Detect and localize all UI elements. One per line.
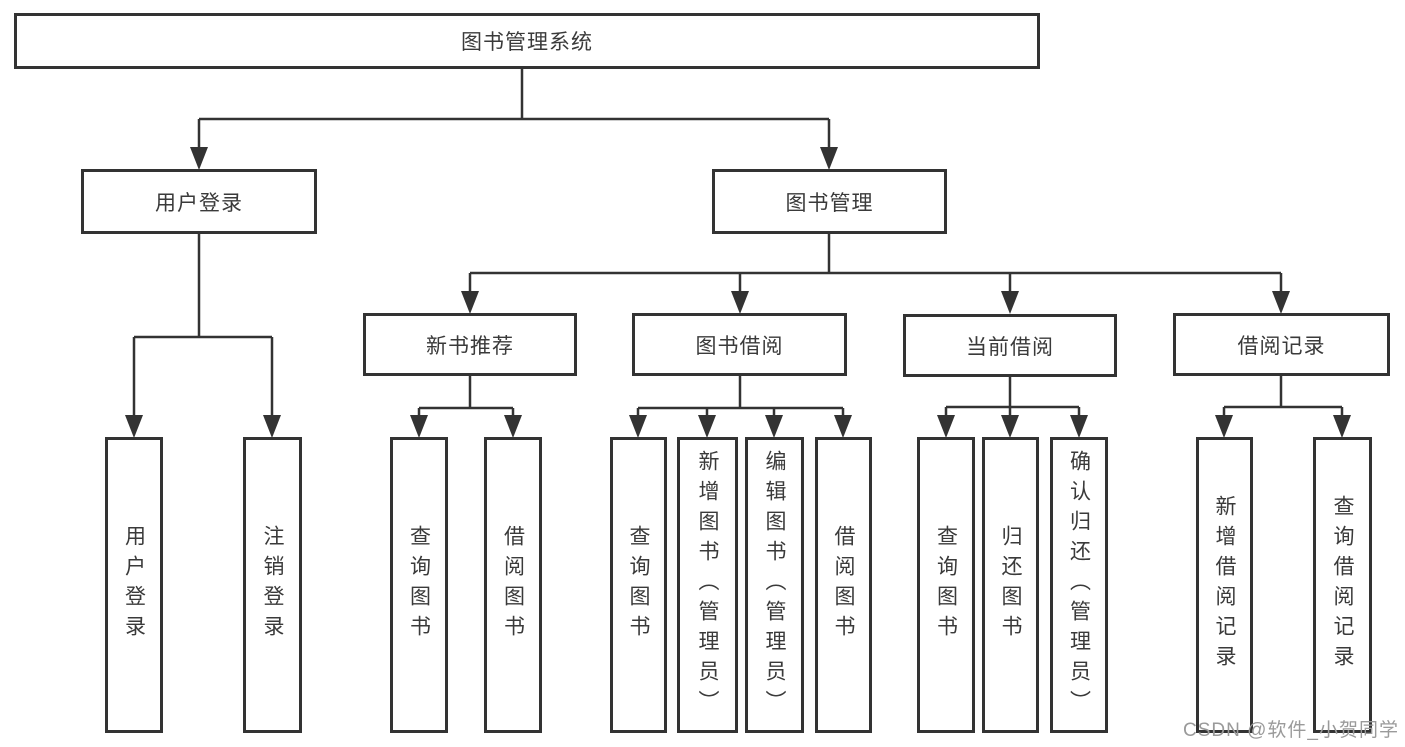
node-label: 当前借阅: [966, 335, 1054, 359]
node-current-borrow: 当前借阅: [903, 314, 1117, 377]
node-label: 新书推荐: [426, 334, 514, 358]
node-label: 用户登录: [155, 191, 243, 215]
node-leaf-add-books-admin: 新增图书（管理员）: [677, 437, 738, 733]
node-book-borrow: 图书借阅: [632, 313, 847, 376]
node-leaf-borrow-books-2: 借阅图书: [815, 437, 872, 733]
node-leaf-query-borrow-record: 查询借阅记录: [1313, 437, 1372, 733]
node-label: 图书管理系统: [461, 31, 593, 54]
node-label: 新增借阅记录: [1213, 495, 1236, 675]
node-leaf-add-borrow-record: 新增借阅记录: [1196, 437, 1253, 733]
node-label: 借阅图书: [501, 525, 525, 645]
node-label: 查询图书: [627, 525, 650, 645]
node-label: 用户登录: [122, 525, 146, 645]
node-leaf-edit-books-admin: 编辑图书（管理员）: [745, 437, 804, 733]
csdn-watermark: CSDN @软件_小贺同学: [1183, 720, 1399, 741]
node-new-book-recommend: 新书推荐: [363, 313, 577, 376]
node-label: 新增图书（管理员）: [696, 450, 719, 720]
node-label: 图书借阅: [695, 334, 784, 358]
node-label: 借阅记录: [1237, 334, 1326, 358]
node-leaf-return-books: 归还图书: [982, 437, 1039, 733]
node-leaf-confirm-return-admin: 确认归还（管理员）: [1050, 437, 1108, 733]
node-label: 图书管理: [785, 191, 874, 215]
node-label: 编辑图书（管理员）: [763, 450, 786, 720]
node-borrow-records: 借阅记录: [1173, 313, 1390, 376]
arrowhead-group: [125, 147, 1351, 438]
node-label: 查询图书: [407, 525, 431, 645]
node-leaf-query-books-3: 查询图书: [917, 437, 975, 733]
node-book-management-module: 图书管理: [712, 169, 947, 234]
node-label: 借阅图书: [832, 525, 855, 645]
node-label: 确认归还（管理员）: [1067, 450, 1091, 720]
node-leaf-logout: 注销登录: [243, 437, 302, 733]
node-leaf-user-login: 用户登录: [105, 437, 163, 733]
node-label: 归还图书: [999, 525, 1022, 645]
node-label: 查询借阅记录: [1331, 495, 1354, 675]
node-leaf-query-books-1: 查询图书: [390, 437, 448, 733]
node-label: 注销登录: [261, 525, 284, 645]
node-root-system: 图书管理系统: [14, 13, 1040, 69]
node-leaf-query-books-2: 查询图书: [610, 437, 667, 733]
node-label: 查询图书: [934, 525, 958, 645]
node-user-login-module: 用户登录: [81, 169, 317, 234]
node-leaf-borrow-books-1: 借阅图书: [484, 437, 542, 733]
